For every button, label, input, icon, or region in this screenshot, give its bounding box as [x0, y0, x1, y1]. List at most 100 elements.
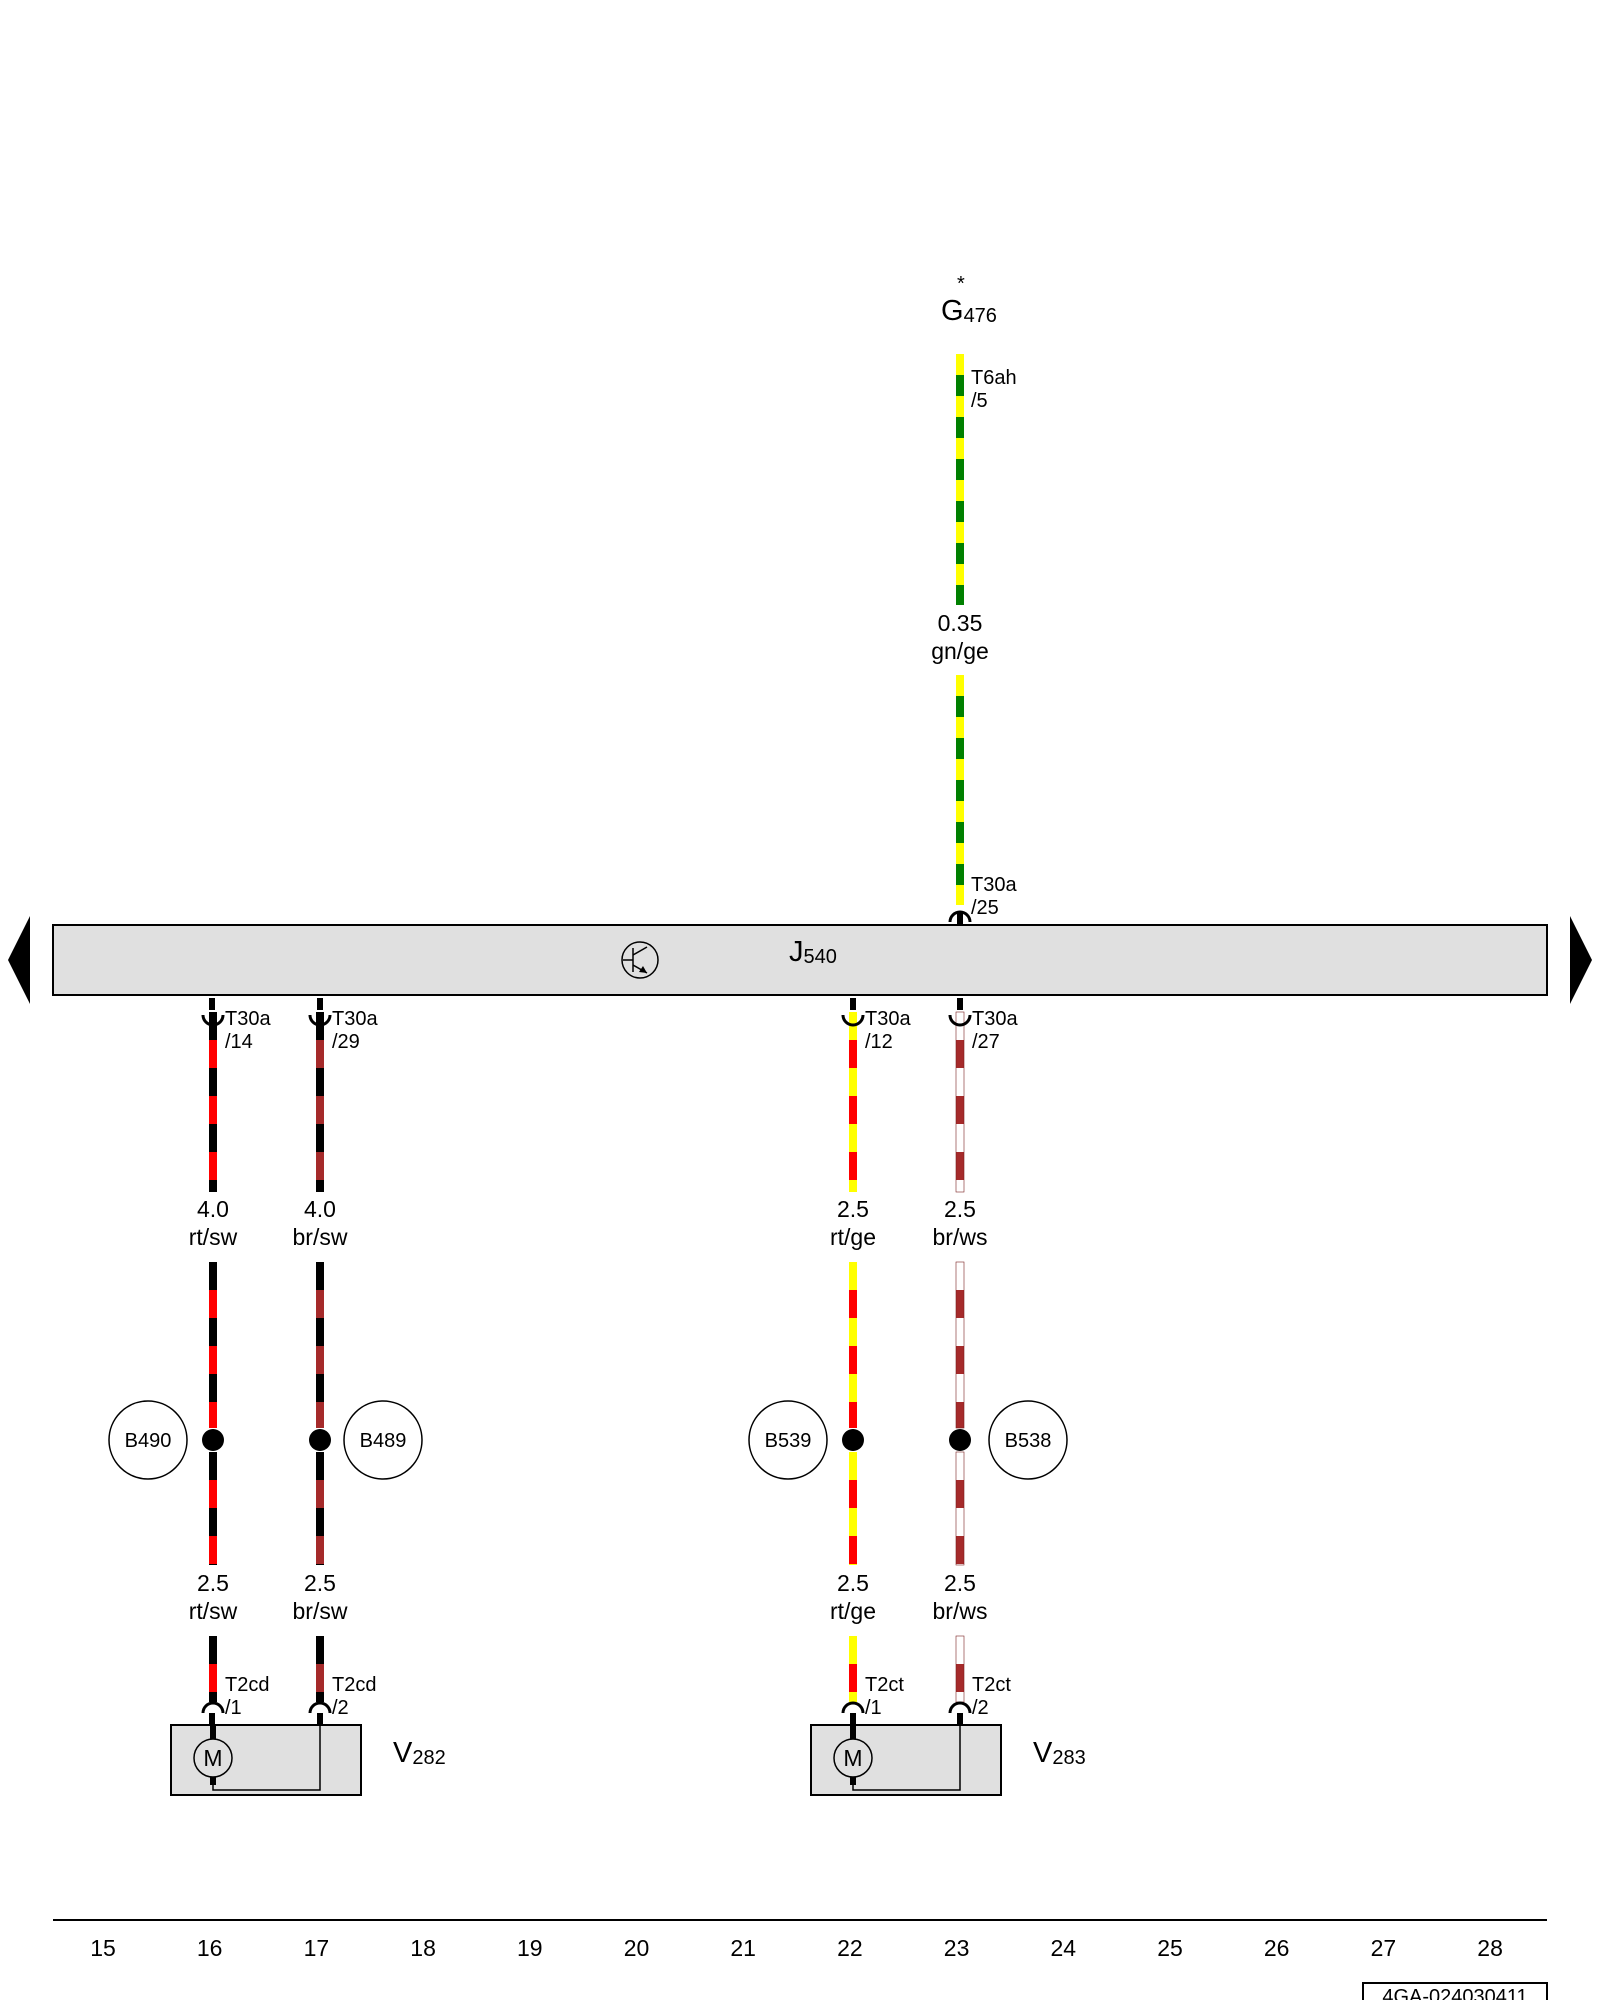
top-pin-name: T30a [332, 1008, 378, 1030]
grid-number: 22 [837, 1935, 863, 1961]
grid-number: 25 [1157, 1935, 1183, 1961]
wire-stripe [849, 1508, 857, 1536]
splice-circle [748, 1400, 828, 1480]
sensor-wire-connector [948, 910, 972, 925]
bottom-pin-number: /1 [225, 1697, 242, 1719]
wire-color-top: rt/sw [189, 1224, 238, 1250]
wire-size-bottom: 2.5 [837, 1570, 869, 1596]
wire-stripe [956, 843, 964, 864]
grid-number: 17 [304, 1935, 330, 1961]
wire-stripe [956, 480, 964, 501]
grid-number: 18 [410, 1935, 436, 1961]
wire-stripe [209, 1124, 217, 1152]
motor-v283: M V283 [810, 1724, 1086, 1796]
wire-stripe [956, 1508, 964, 1536]
wire-stripe [849, 1068, 857, 1096]
motor-v282: M V282 [170, 1724, 446, 1796]
wire-segment [316, 1012, 324, 1192]
wire-stripe [209, 1692, 217, 1702]
wire-segment [956, 675, 964, 905]
sensor-pin-name: T6ah [971, 367, 1017, 389]
sensor-wire-upper [956, 354, 964, 605]
wire-stripe [316, 1564, 324, 1565]
wire-stripe [849, 1318, 857, 1346]
splice-circle [988, 1400, 1068, 1480]
wire-stripe [956, 354, 964, 375]
wire-stripe [209, 1180, 217, 1192]
wire-stripe [956, 759, 964, 780]
wire-stripe [209, 1508, 217, 1536]
top-connector [948, 998, 972, 1027]
bottom-pin-name: T2ct [972, 1674, 1011, 1696]
splice-label: B539 [765, 1430, 812, 1452]
wire-stripe [956, 396, 964, 417]
wire-segment [316, 1636, 324, 1702]
top-connector [841, 998, 865, 1027]
wire-stripe [316, 1452, 324, 1480]
wire-stripe [956, 438, 964, 459]
grid-number: 16 [197, 1935, 223, 1961]
wire-stripe [316, 1068, 324, 1096]
control-unit-label: J540 [789, 936, 837, 968]
wire-segment [209, 1012, 217, 1192]
motor-symbol-letter: M [203, 1745, 222, 1771]
splice-dot [949, 1429, 971, 1451]
grid-number: 28 [1477, 1935, 1503, 1961]
top-pin-name: T30a [865, 1008, 911, 1030]
splice-label: B490 [125, 1430, 172, 1452]
sensor-wire-color: gn/ge [931, 638, 989, 664]
bottom-connector [948, 1701, 972, 1725]
wire-segment [956, 1636, 964, 1702]
sensor-wire-lower [956, 675, 964, 905]
wire-color-bottom: br/sw [293, 1598, 348, 1624]
wire-color-top: br/ws [933, 1224, 988, 1250]
wire-stripe [209, 1068, 217, 1096]
wire-color-bottom: rt/sw [189, 1598, 238, 1624]
grid-number: 24 [1051, 1935, 1077, 1961]
grid-number: 23 [944, 1935, 970, 1961]
sensor-pin-number: /5 [971, 390, 988, 412]
motor-label: V282 [393, 1737, 446, 1769]
wire-color-bottom: br/ws [933, 1598, 988, 1624]
top-pin-number: /29 [332, 1031, 360, 1053]
wire-stripe [956, 564, 964, 585]
wire-stripe [956, 1692, 964, 1702]
wire-stripe [956, 801, 964, 822]
wire-1: T30a /14 4.0 rt/sw B490 2.5 rt/sw T2cd /… [108, 998, 271, 1725]
grid-number: 19 [517, 1935, 543, 1961]
control-unit-bar [52, 924, 1548, 996]
sensor-wire-pin-number: /25 [971, 897, 999, 919]
top-pin-name: T30a [972, 1008, 1018, 1030]
motor-label: V283 [1033, 1737, 1086, 1769]
wire-stripe [956, 885, 964, 905]
left-continuation-arrow [8, 916, 30, 1004]
bottom-pin-name: T2cd [332, 1674, 376, 1696]
sensor-asterisk: * [957, 273, 965, 295]
sensor-label: G476 [941, 295, 997, 327]
wire-stripe [209, 1564, 217, 1565]
wire-stripe [849, 1374, 857, 1402]
splice-circle [108, 1400, 188, 1480]
bottom-pin-number: /2 [972, 1697, 989, 1719]
bottom-pin-name: T2ct [865, 1674, 904, 1696]
wire-size-bottom: 2.5 [197, 1570, 229, 1596]
wire-stripe [956, 675, 964, 696]
wire-stripe [956, 1636, 964, 1664]
motor-symbol [833, 1738, 873, 1778]
wire-outline [955, 1261, 965, 1429]
wire-color-top: rt/ge [830, 1224, 876, 1250]
wire-stripe [956, 1124, 964, 1152]
wire-stripe [209, 1374, 217, 1402]
wire-stripe [956, 717, 964, 738]
wire-stripe [956, 1452, 964, 1480]
wire-size-top: 2.5 [944, 1196, 976, 1222]
bottom-connector [841, 1701, 865, 1725]
wire-stripe [316, 1374, 324, 1402]
wire-stripe [849, 1564, 857, 1565]
wire-size-bottom: 2.5 [944, 1570, 976, 1596]
wire-stripe [209, 1262, 217, 1290]
wire-stripe [316, 1180, 324, 1192]
sensor-wire-pin-name: T30a [971, 874, 1017, 896]
